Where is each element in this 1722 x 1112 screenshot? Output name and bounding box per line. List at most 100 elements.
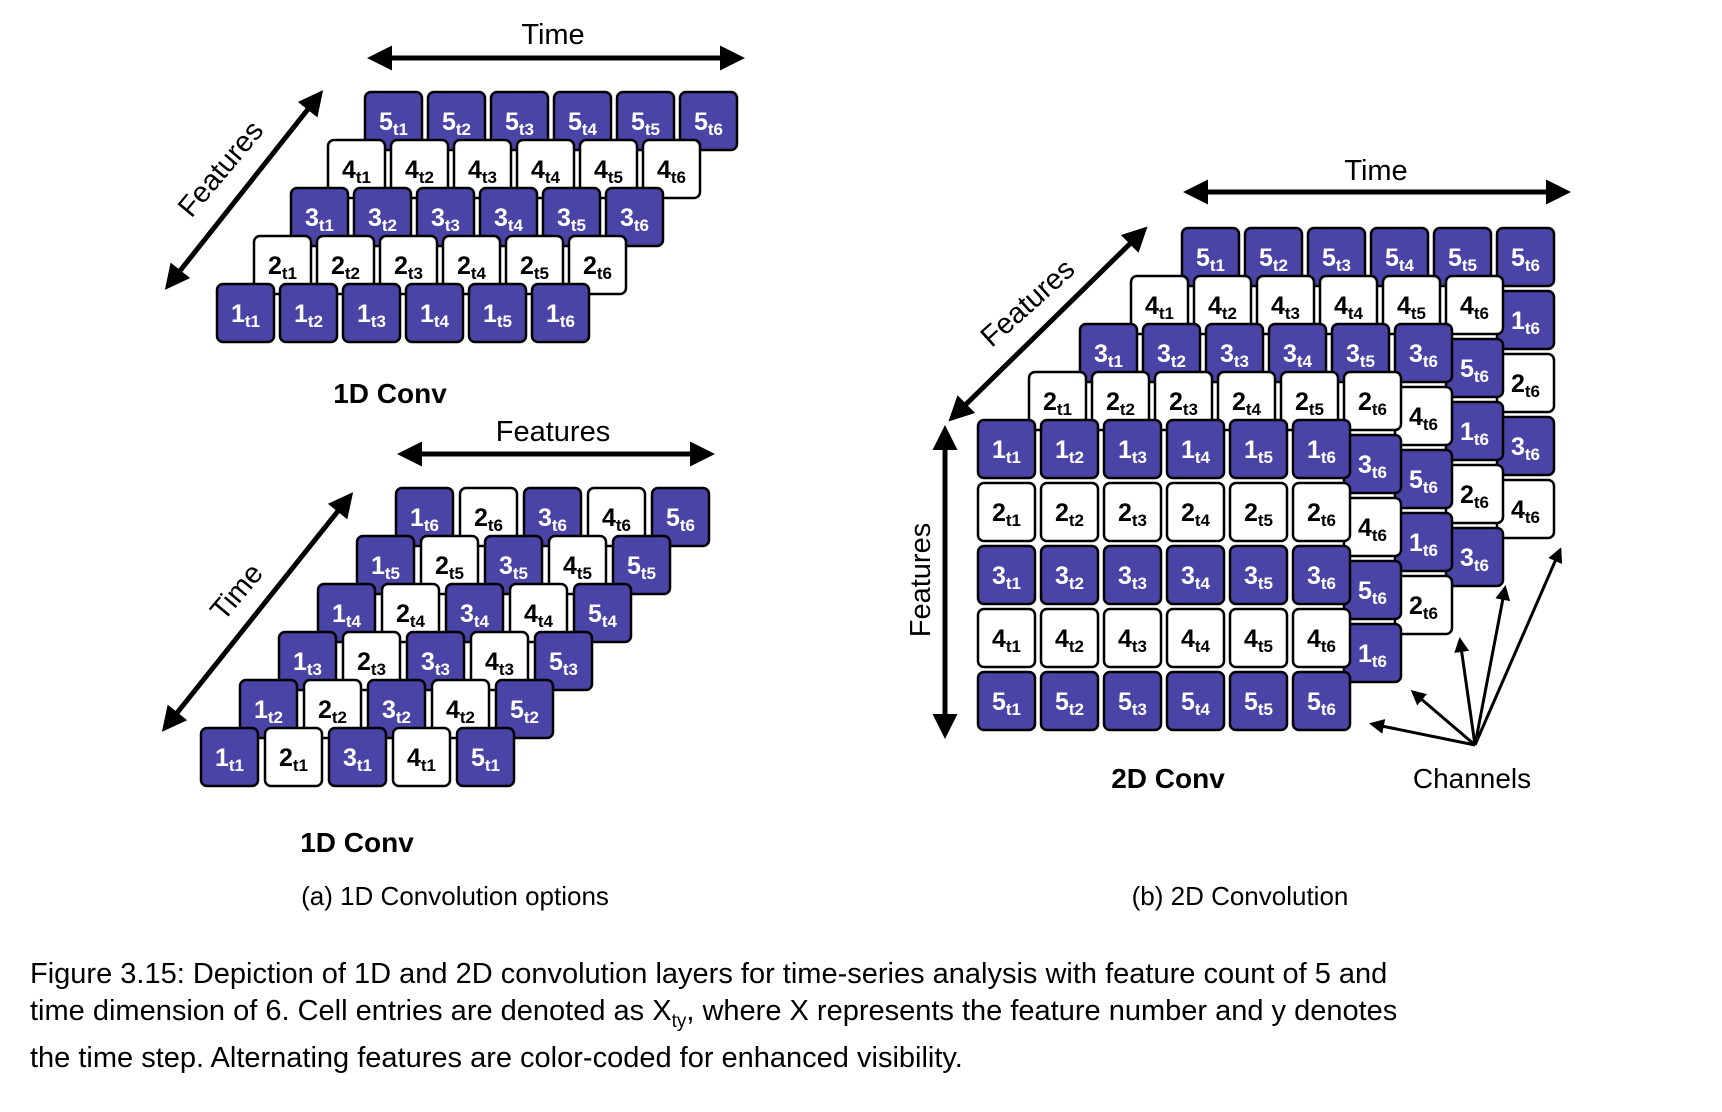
svg-text:2t5: 2t5 [520, 252, 549, 283]
cell: 1t6 [1495, 289, 1556, 351]
cell: 3t4 [1165, 544, 1226, 606]
svg-text:3t4: 3t4 [1181, 562, 1211, 593]
svg-text:4t3: 4t3 [1271, 292, 1300, 323]
svg-text:2t1: 2t1 [992, 499, 1021, 530]
caption-subscript: ty [671, 1010, 687, 1032]
svg-text:1t6: 1t6 [1511, 307, 1540, 338]
svg-text:3t3: 3t3 [1118, 562, 1147, 593]
cell: 3t5 [1330, 322, 1391, 384]
cell: 2t4 [1216, 370, 1277, 432]
svg-text:3t6: 3t6 [620, 204, 649, 235]
cell: 2t5 [1279, 370, 1340, 432]
svg-text:2t3: 2t3 [1118, 499, 1147, 530]
cell: 4t3 [1255, 274, 1316, 336]
cell: 5t6 [1444, 337, 1505, 399]
svg-text:3t6: 3t6 [1511, 433, 1540, 464]
cell: 4t2 [430, 678, 491, 740]
cell: 1t1 [199, 726, 260, 788]
svg-text:2t5: 2t5 [1244, 499, 1273, 530]
svg-text:3t6: 3t6 [538, 504, 567, 535]
svg-text:2t6: 2t6 [1307, 499, 1336, 530]
svg-text:1t2: 1t2 [294, 300, 323, 331]
svg-text:2t4: 2t4 [1232, 388, 1262, 419]
cell: 5t6 [1495, 226, 1556, 288]
svg-text:2t6: 2t6 [474, 504, 503, 535]
svg-text:3t4: 3t4 [1283, 340, 1313, 371]
caption-line-1: Figure 3.15: Depiction of 1D and 2D conv… [30, 958, 1388, 990]
cell: 1t1 [976, 418, 1037, 480]
svg-text:5t3: 5t3 [505, 108, 534, 139]
svg-text:5t4: 5t4 [1385, 244, 1415, 275]
svg-text:4t6: 4t6 [1511, 496, 1540, 527]
svg-text:4t2: 4t2 [1208, 292, 1237, 323]
cell: 5t6 [650, 486, 711, 548]
svg-text:5t3: 5t3 [1118, 688, 1147, 719]
cell: 3t1 [327, 726, 388, 788]
svg-text:2t5: 2t5 [435, 552, 464, 583]
svg-text:2t6: 2t6 [583, 252, 612, 283]
svg-text:2t5: 2t5 [1295, 388, 1324, 419]
cell: 2t6 [1444, 463, 1505, 525]
svg-text:5t1: 5t1 [1196, 244, 1225, 275]
cell: 4t6 [641, 138, 702, 200]
svg-text:4t6: 4t6 [602, 504, 631, 535]
svg-text:3t6: 3t6 [1409, 340, 1438, 371]
svg-text:4t2: 4t2 [446, 696, 475, 727]
svg-text:2t2: 2t2 [331, 252, 360, 283]
svg-text:3t5: 3t5 [499, 552, 528, 583]
time-axis-label: Time [1344, 155, 1407, 187]
svg-text:5t3: 5t3 [549, 648, 578, 679]
svg-text:2t4: 2t4 [1181, 499, 1211, 530]
svg-text:3t4: 3t4 [494, 204, 524, 235]
svg-text:5t4: 5t4 [1181, 688, 1211, 719]
cell: 5t6 [678, 90, 739, 152]
cell: 3t6 [1342, 433, 1403, 495]
features-axis-label: Features [496, 416, 610, 448]
cell: 3t2 [352, 186, 413, 248]
panel-a-caption: (a) 1D Convolution options [301, 881, 609, 911]
svg-text:5t6: 5t6 [1460, 355, 1489, 386]
cell: 4t6 [586, 486, 647, 548]
cell: 1t6 [530, 282, 591, 344]
cell: 1t2 [1039, 418, 1100, 480]
cell: 4t2 [1192, 274, 1253, 336]
svg-text:4t5: 4t5 [594, 156, 623, 187]
cell: 2t5 [419, 534, 480, 596]
cell: 3t2 [1141, 322, 1202, 384]
cell: 1t3 [1102, 418, 1163, 480]
svg-text:1t4: 1t4 [1181, 436, 1211, 467]
svg-text:4t6: 4t6 [1460, 292, 1489, 323]
features-diagonal-label: Features [975, 253, 1081, 353]
cell: 1t6 [1393, 511, 1454, 573]
cell: 3t2 [366, 678, 427, 740]
cell: 4t1 [976, 607, 1037, 669]
channels-arrows [1369, 547, 1563, 747]
cell: 2t4 [441, 234, 502, 296]
svg-text:3t5: 3t5 [1244, 562, 1273, 593]
cell: 3t1 [976, 544, 1037, 606]
cell: 5t1 [976, 670, 1037, 732]
cell: 1t6 [394, 486, 455, 548]
cell: 3t6 [1444, 526, 1505, 588]
cell: 4t3 [1102, 607, 1163, 669]
cell: 4t1 [391, 726, 452, 788]
svg-text:5t1: 5t1 [379, 108, 408, 139]
cell: 1t6 [1291, 418, 1352, 480]
svg-text:4t3: 4t3 [468, 156, 497, 187]
svg-text:5t2: 5t2 [1259, 244, 1288, 275]
cell: 3t3 [1204, 322, 1265, 384]
cell: 4t4 [1165, 607, 1226, 669]
svg-text:5t6: 5t6 [1511, 244, 1540, 275]
cell: 3t6 [1291, 544, 1352, 606]
cell: 2t6 [1291, 481, 1352, 543]
panel-b-title: 2D Conv [1111, 763, 1225, 794]
cell: 3t6 [604, 186, 665, 248]
svg-text:5t5: 5t5 [627, 552, 656, 583]
cell: 4t6 [1342, 496, 1403, 558]
panel-a-top-title: 1D Conv [333, 378, 447, 409]
svg-text:5t2: 5t2 [1055, 688, 1084, 719]
cell: 1t6 [1342, 622, 1403, 684]
svg-text:4t1: 4t1 [1145, 292, 1174, 323]
